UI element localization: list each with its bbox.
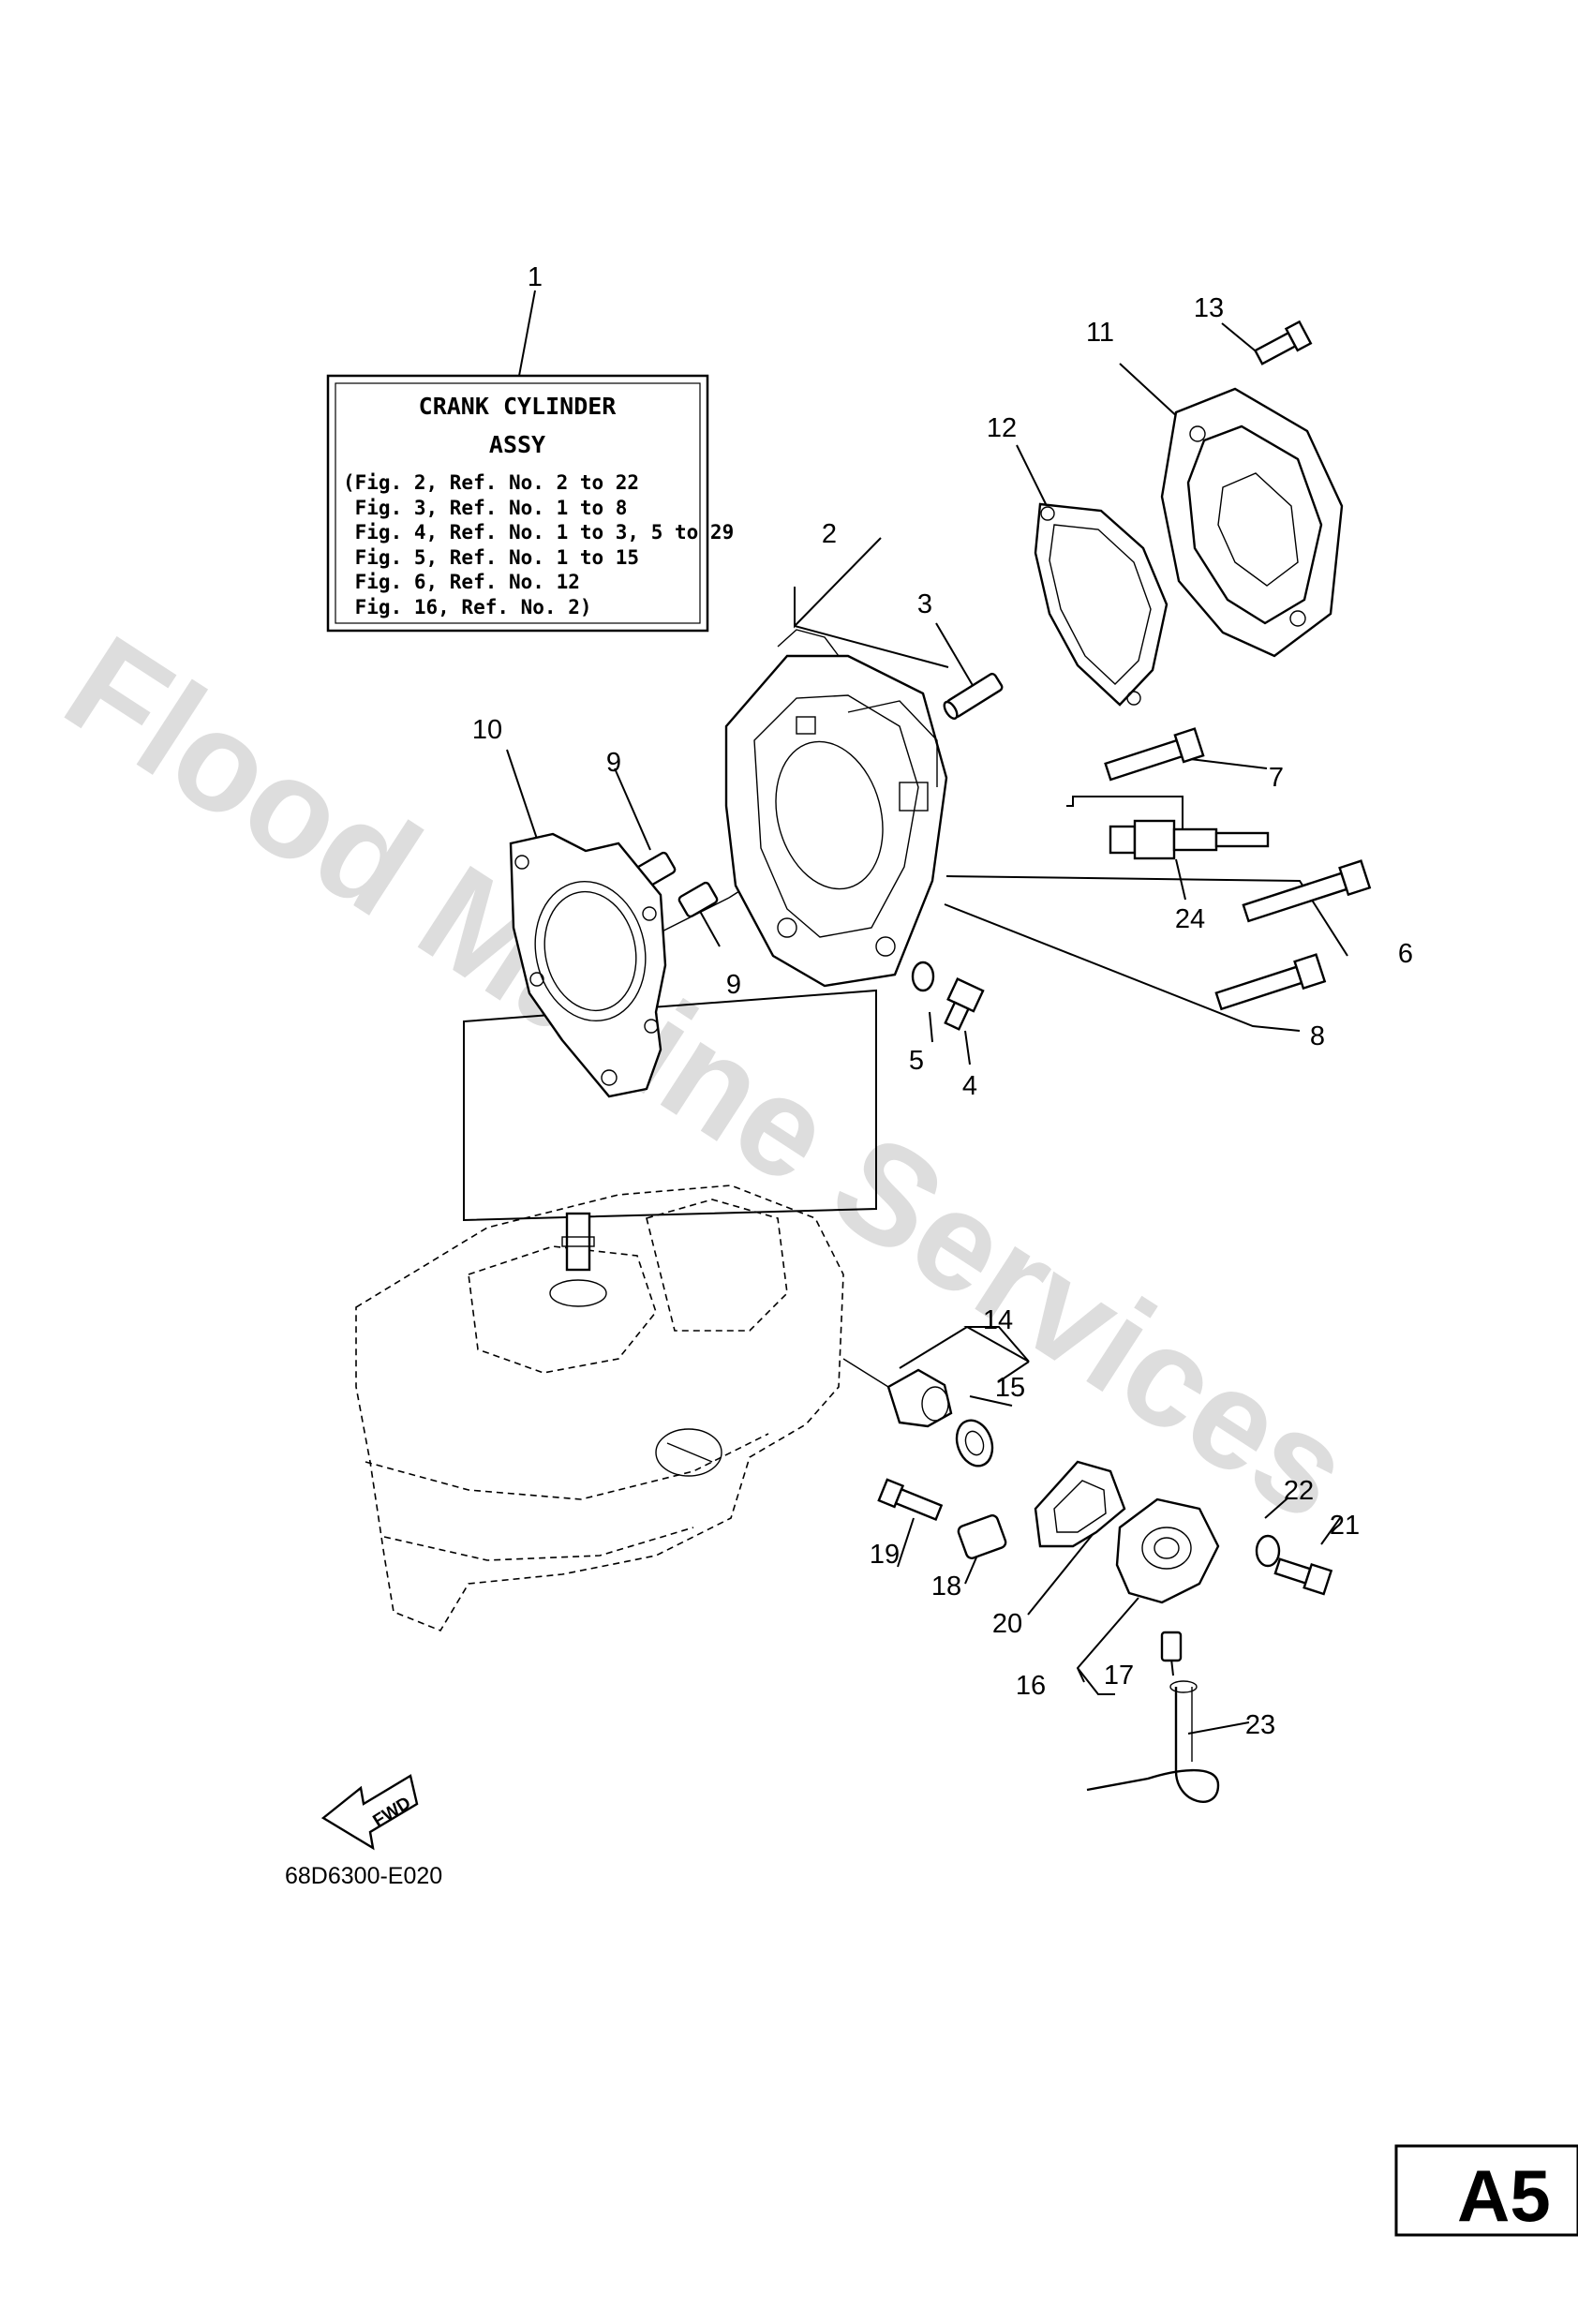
hose-fitting-17: [1160, 1631, 1183, 1662]
dowel-pin-3: [943, 672, 1004, 720]
cylinder-head-gasket-10: [509, 832, 667, 1098]
callout-4: 4: [962, 1071, 977, 1101]
document-number: 68D6300-E020: [285, 1863, 442, 1889]
callout-9-lower: 9: [726, 970, 741, 1000]
note-line: Fig. 16, Ref. No. 2): [343, 596, 592, 618]
callout-18: 18: [931, 1572, 961, 1601]
washer-5: [911, 961, 935, 992]
bolt-7: [1104, 727, 1205, 782]
callout-1: 1: [528, 262, 543, 292]
callout-21: 21: [1330, 1511, 1360, 1541]
callout-15: 15: [995, 1373, 1025, 1403]
page-badge: A5: [1394, 2144, 1578, 2237]
callout-20: 20: [992, 1609, 1022, 1639]
dowel-pin-9b: [677, 881, 719, 918]
cylinder-head-cover-11: [1160, 387, 1344, 658]
callout-11: 11: [1086, 318, 1114, 348]
callout-22: 22: [1284, 1476, 1314, 1506]
callout-24: 24: [1175, 904, 1205, 934]
cylinder-head-2: [724, 629, 948, 988]
callout-12: 12: [987, 413, 1017, 443]
callout-8: 8: [1310, 1021, 1325, 1051]
callout-labels: 1 2 3 4 5 6 7 8 9 9 10 11 12 13 14 15 16…: [472, 262, 1413, 1740]
bolt-21: [1273, 1557, 1333, 1596]
note-line: Fig. 3, Ref. No. 1 to 8: [343, 497, 627, 519]
thermostat-cover-gasket-20: [1034, 1460, 1126, 1548]
callout-9-upper: 9: [606, 748, 621, 778]
washer-22: [1255, 1534, 1281, 1568]
callout-10: 10: [472, 715, 502, 745]
crankcase-cylinder-block: [355, 1184, 844, 1631]
hose-23: [1086, 1680, 1220, 1803]
collar-18: [957, 1514, 1007, 1559]
callout-17: 17: [1104, 1661, 1134, 1691]
callout-19: 19: [870, 1540, 900, 1570]
note-line: (Fig. 2, Ref. No. 2 to 22: [343, 471, 639, 494]
callout-7: 7: [1269, 763, 1284, 793]
crank-cylinder-assy-note: CRANK CYLINDER ASSY (Fig. 2, Ref. No. 2 …: [326, 374, 734, 633]
note-title-line1: CRANK CYLINDER: [419, 393, 618, 420]
bolt-8: [1214, 953, 1327, 1011]
callout-5: 5: [909, 1046, 924, 1076]
callout-13: 13: [1194, 293, 1224, 323]
bolt-4: [944, 977, 985, 1031]
gasket-projection-box: [463, 989, 877, 1222]
callout-16: 16: [1016, 1671, 1046, 1701]
bolt-13: [1253, 320, 1313, 365]
thermostat-cover-16: [1115, 1497, 1220, 1604]
callout-14: 14: [983, 1305, 1013, 1335]
bolt-19: [877, 1478, 944, 1521]
note-line: Fig. 5, Ref. No. 1 to 15: [343, 546, 639, 569]
note-line: Fig. 6, Ref. No. 12: [343, 571, 580, 593]
forward-direction-arrow: FWD: [320, 1774, 419, 1851]
callout-23: 23: [1245, 1710, 1275, 1740]
thermostat-14: [842, 1358, 953, 1428]
spark-plug-24: [1109, 819, 1270, 860]
note-title-line2: ASSY: [489, 431, 545, 458]
cylinder-head-cover-gasket-12: [1034, 502, 1169, 707]
callout-2: 2: [822, 519, 837, 549]
gasket-15: [955, 1419, 994, 1467]
callout-3: 3: [917, 589, 932, 619]
page-badge-label: A5: [1457, 2154, 1551, 2237]
callout-6: 6: [1398, 939, 1413, 969]
bolt-6: [1242, 859, 1372, 923]
note-line: Fig. 4, Ref. No. 1 to 3, 5 to 29: [343, 521, 734, 544]
